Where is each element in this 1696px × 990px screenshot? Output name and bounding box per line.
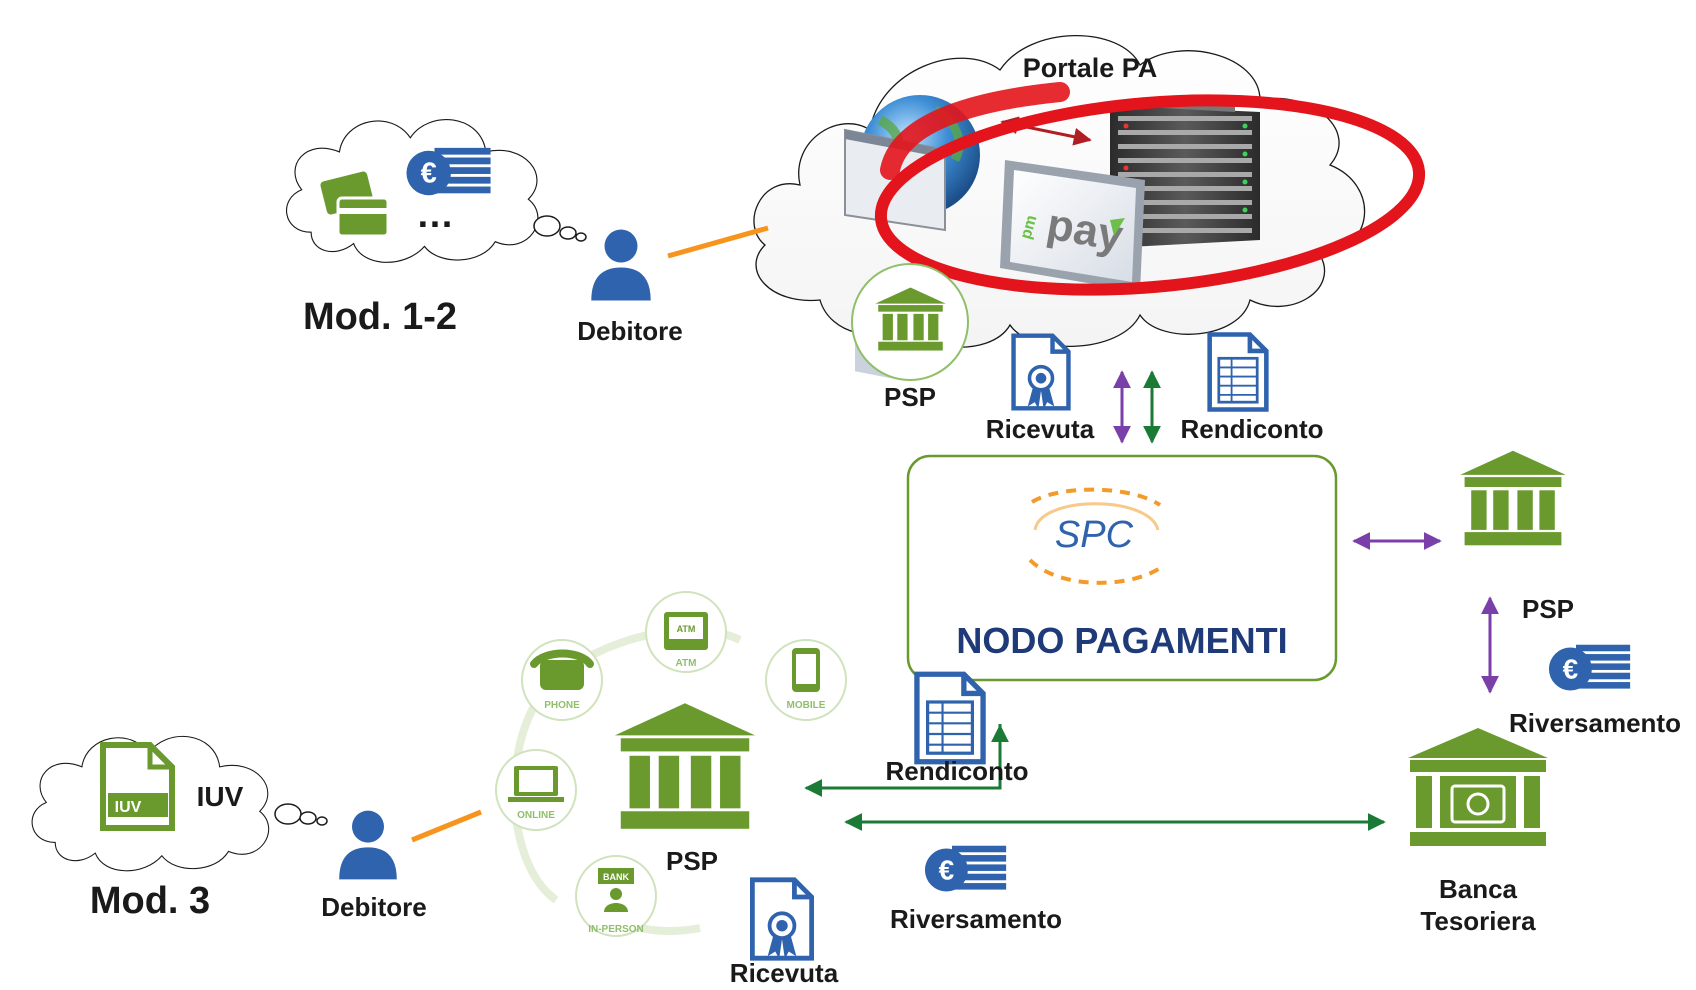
mobile-channel: MOBILE bbox=[765, 639, 847, 721]
psp-bank-top bbox=[851, 263, 969, 381]
thought-cloud-mod12 bbox=[285, 118, 587, 263]
nodo-pagamenti-title: NODO PAGAMENTI bbox=[956, 620, 1288, 661]
pmpay-terminal-icon: pm pay bbox=[1000, 160, 1145, 292]
ricevuta-top-icon bbox=[1014, 336, 1069, 410]
thought-bubble-dot bbox=[274, 803, 302, 825]
psp-top-label: PSP bbox=[883, 382, 937, 412]
spc-logo-text: SPC bbox=[1055, 514, 1134, 556]
ricevuta-bottom-label: Ricevuta bbox=[729, 958, 839, 988]
thought-bubble-dot bbox=[575, 232, 587, 242]
thought-cloud-mod3: IUV bbox=[31, 735, 328, 872]
debitore-top-label: Debitore bbox=[577, 316, 683, 346]
psp-bottom-bank-icon bbox=[614, 703, 756, 829]
iuv-document-icon: IUV bbox=[100, 742, 175, 831]
in-person-channel: BANK IN-PERSON bbox=[575, 855, 657, 937]
channel-label-mobile: MOBILE bbox=[787, 700, 826, 711]
thought-bubble-dot bbox=[316, 816, 328, 826]
debitore-portal-connector bbox=[667, 225, 769, 259]
pm-logo-text: pm bbox=[1018, 213, 1041, 241]
atm-screen-text: ATM bbox=[677, 624, 696, 634]
debitore-top-person-icon bbox=[591, 229, 651, 301]
portale-pa-title: Portale PA bbox=[1022, 53, 1158, 83]
channel-label-online: ONLINE bbox=[517, 810, 555, 821]
server-rack-icon bbox=[1110, 98, 1260, 248]
rendiconto-top-icon bbox=[1210, 335, 1267, 410]
debitore-bottom-label: Debitore bbox=[321, 892, 427, 922]
credit-cards-icon bbox=[320, 171, 390, 238]
rendiconto-top-label: Rendiconto bbox=[1180, 414, 1324, 444]
nodo-pagamenti-box: SPC bbox=[906, 454, 1338, 682]
riversamento-right-coins-icon bbox=[1548, 644, 1631, 691]
riversamento-bottom-coins-icon bbox=[924, 845, 1007, 892]
channel-label-atm: ATM bbox=[676, 658, 697, 669]
channel-label-in-person: IN-PERSON bbox=[588, 924, 644, 935]
online-channel: ONLINE bbox=[495, 749, 577, 831]
rendiconto-bottom-label: Rendiconto bbox=[885, 756, 1029, 786]
mod12-label: Mod. 1-2 bbox=[302, 296, 458, 338]
debitore-bottom-person-icon bbox=[339, 810, 397, 880]
iuv-label: IUV bbox=[196, 781, 244, 812]
ellipsis-text: … bbox=[416, 194, 454, 236]
debitore-psp-connector bbox=[411, 809, 482, 843]
thought-bubble-dot bbox=[299, 811, 317, 825]
spc-logo-icon: SPC bbox=[1028, 487, 1162, 585]
riversamento-bottom-label: Riversamento bbox=[890, 904, 1062, 934]
thought-bubble-dot bbox=[533, 215, 561, 237]
mod3-label: Mod. 3 bbox=[89, 880, 211, 922]
psp-circle-frame bbox=[851, 263, 969, 381]
ricevuta-bottom-icon bbox=[752, 880, 811, 959]
psp-right-bank-icon bbox=[1460, 450, 1566, 546]
banca-label-line1: Banca bbox=[1438, 874, 1518, 904]
iuv-file-text: IUV bbox=[115, 799, 142, 816]
banca-label-line2: Tesoriera bbox=[1420, 906, 1536, 936]
rendiconto-bottom-icon bbox=[917, 674, 983, 761]
psp-bottom-label: PSP bbox=[665, 846, 719, 876]
thought-bubble-dot bbox=[559, 226, 577, 240]
atm-channel: ATM ATM bbox=[645, 591, 727, 673]
phone-channel: PHONE bbox=[521, 639, 603, 721]
highlight-red-ellipse bbox=[874, 82, 1426, 296]
ricevuta-top-label: Ricevuta bbox=[985, 414, 1095, 444]
channel-label-phone: PHONE bbox=[544, 700, 580, 711]
psp-right-label: PSP bbox=[1521, 594, 1575, 624]
riversamento-right-label: Riversamento bbox=[1509, 708, 1681, 738]
bank-sign-text: BANK bbox=[603, 872, 629, 882]
banca-tesoriera-icon bbox=[1408, 728, 1548, 846]
